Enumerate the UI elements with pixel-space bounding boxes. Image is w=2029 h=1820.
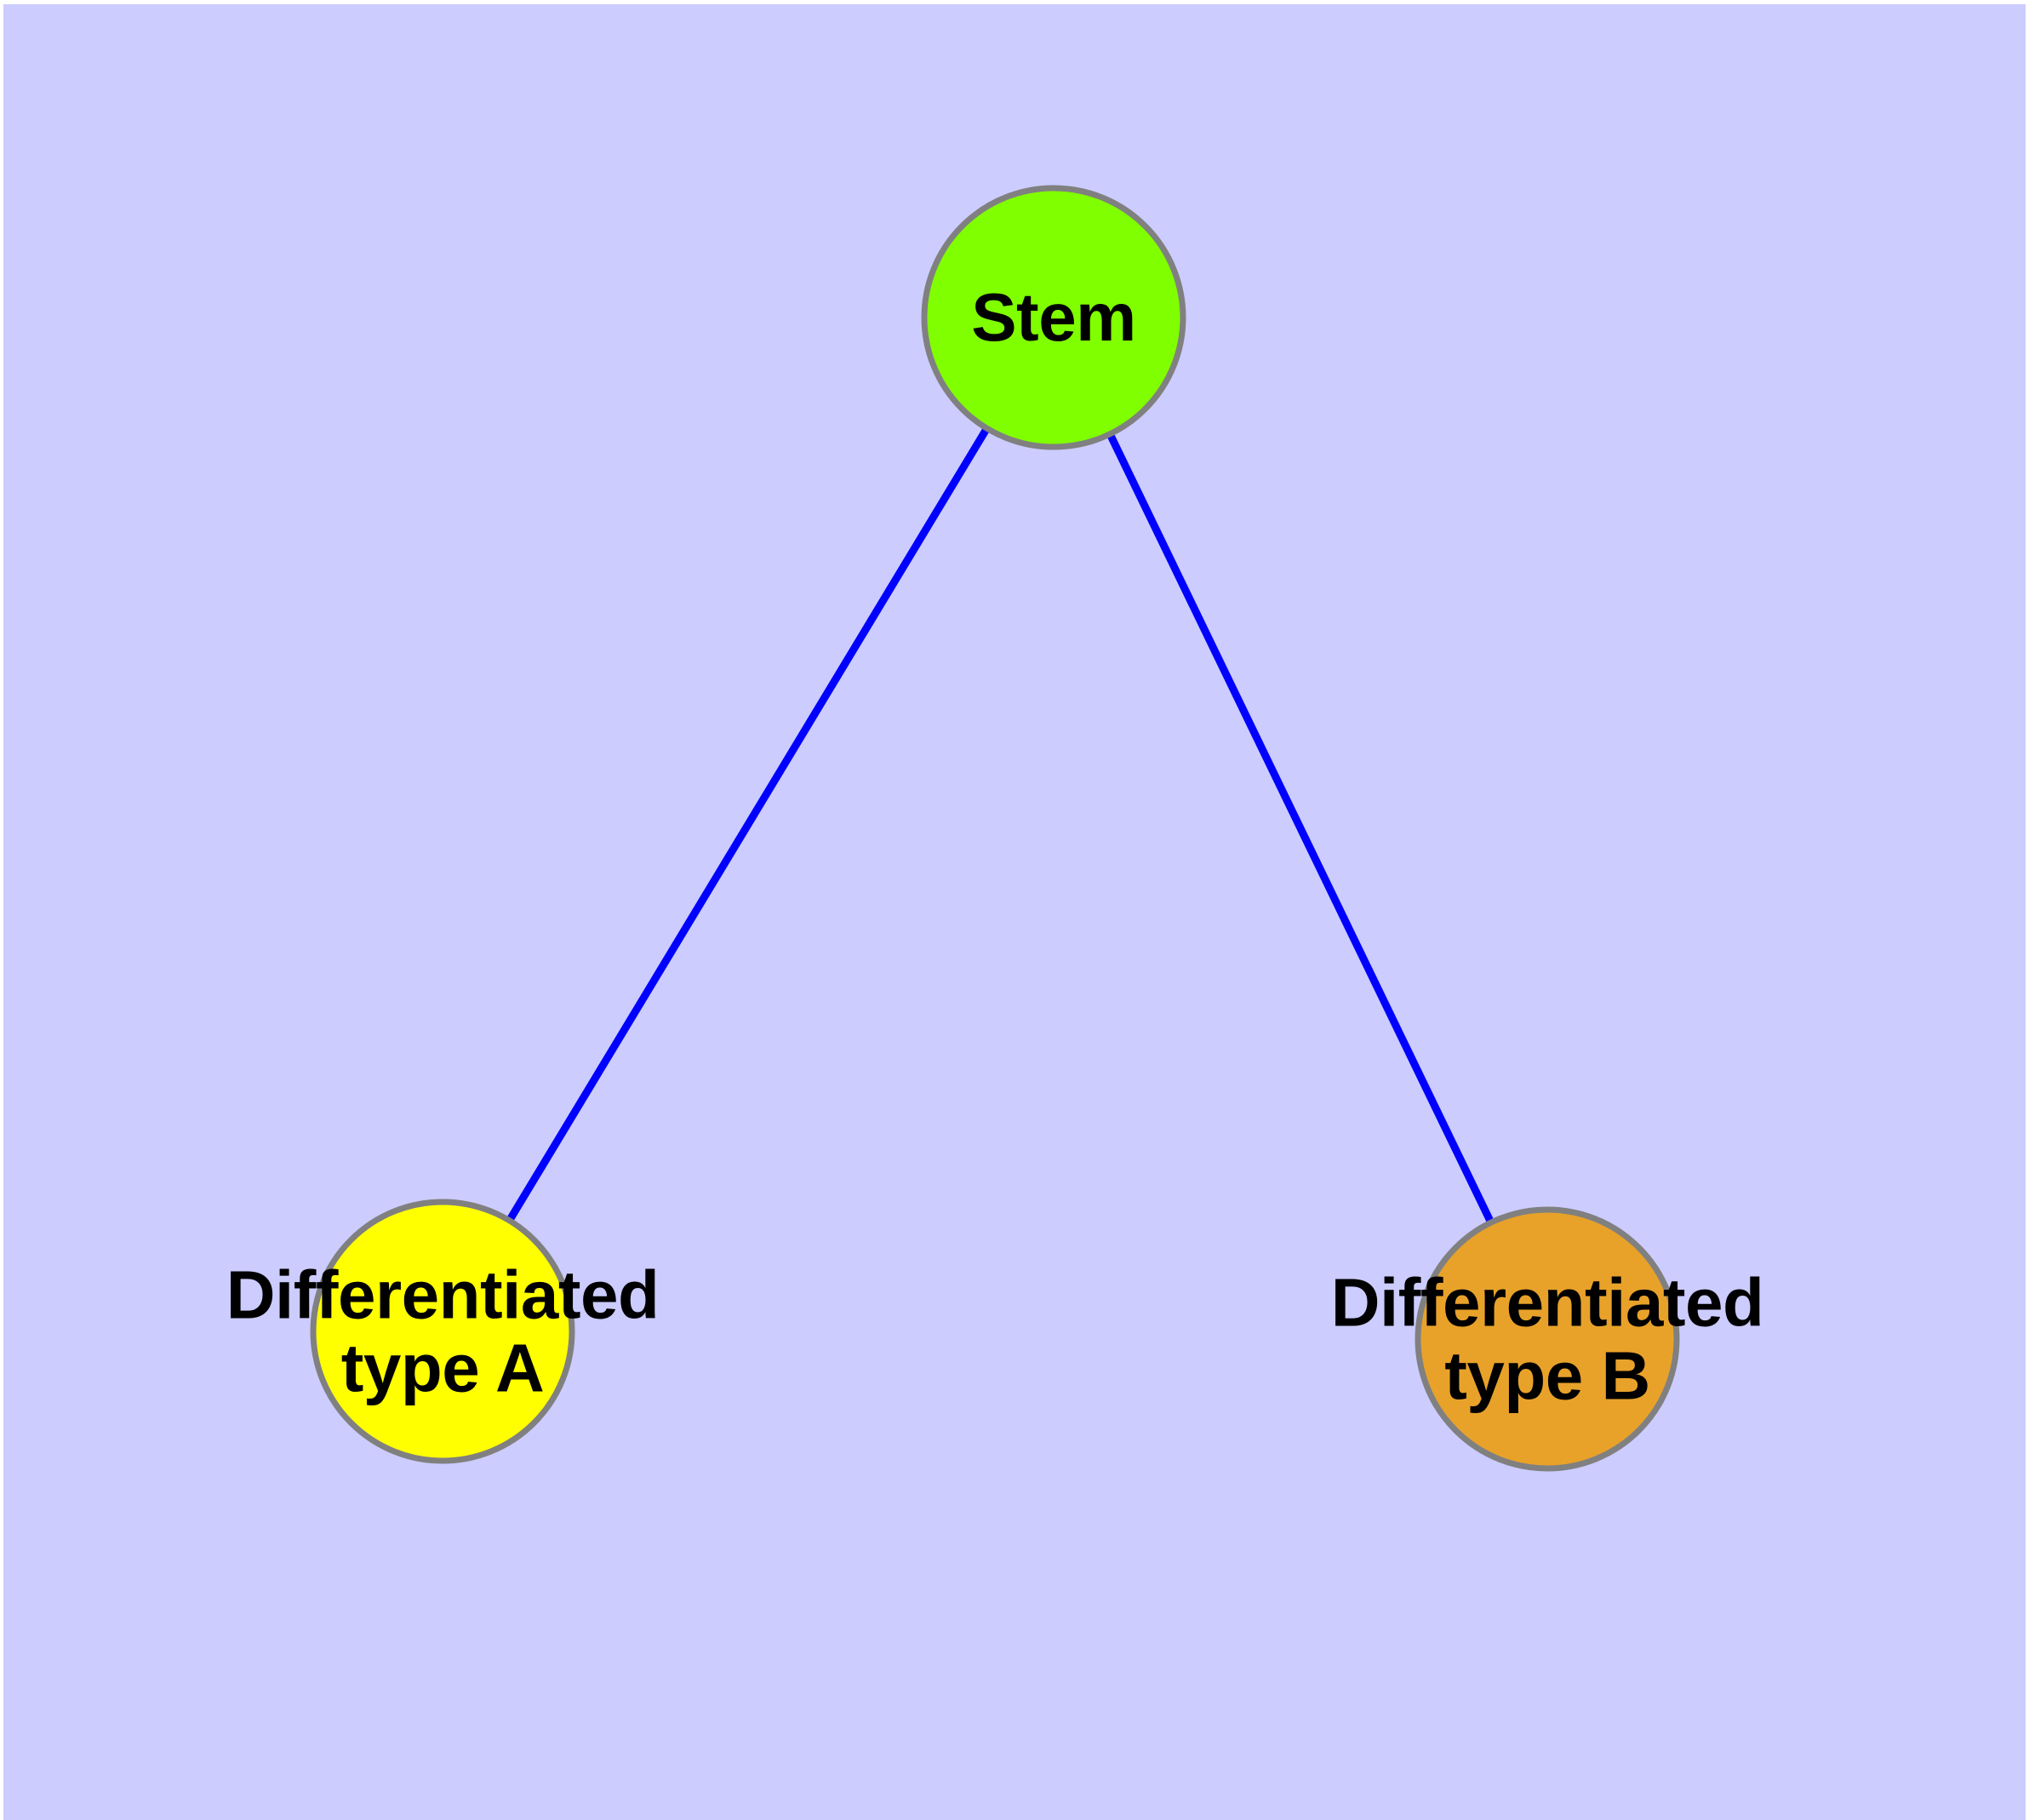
edge-stem-to-differentiated-type-a[interactable] (439, 315, 1057, 1334)
node-stem[interactable] (921, 185, 1186, 450)
node-differentiated-type-a[interactable] (310, 1199, 575, 1464)
node-layer (310, 185, 1680, 1472)
edge-layer (439, 315, 1552, 1341)
graph-svg (310, 185, 1680, 1472)
node-differentiated-type-b[interactable] (1415, 1206, 1680, 1472)
graph-plot-area: Stem Differentiated type A Differentiate… (3, 4, 2026, 1820)
edge-stem-to-differentiated-type-b[interactable] (1049, 316, 1552, 1341)
